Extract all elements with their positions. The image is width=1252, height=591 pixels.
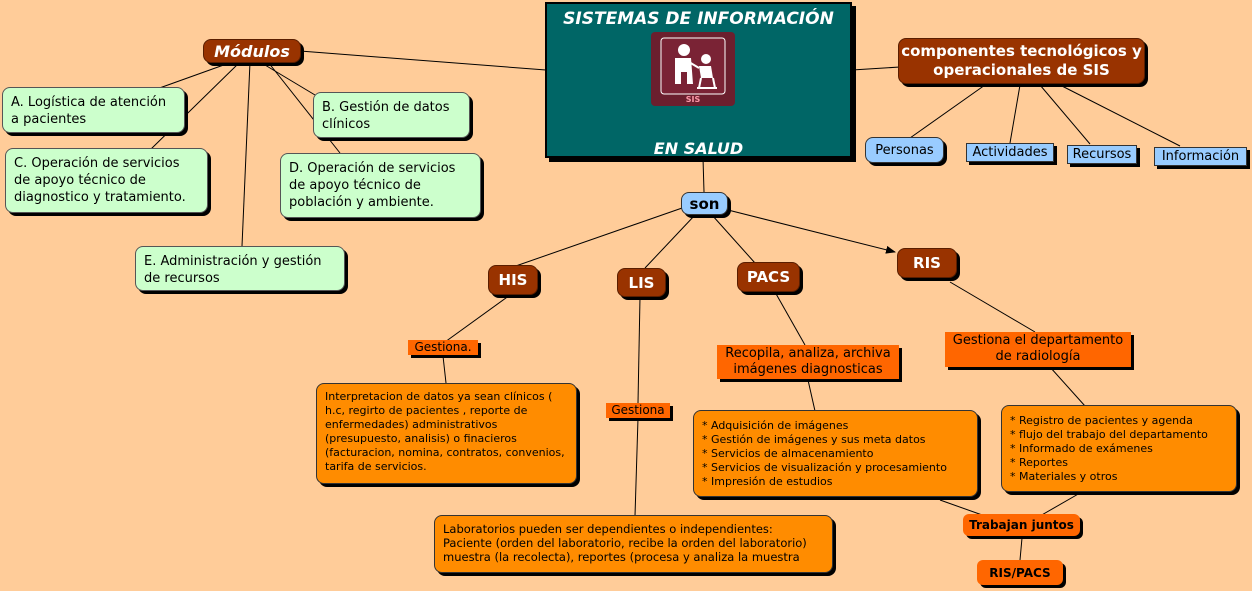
pacs-item: * Impresión de estudios	[702, 475, 833, 488]
his-node: HIS	[488, 265, 538, 295]
link-comp-recursos	[1039, 84, 1091, 145]
pacs-item: * Servicios de visualización y procesami…	[702, 461, 947, 474]
link-lis-verb-detail	[634, 417, 639, 517]
medical-logo-icon: SIS	[651, 32, 735, 106]
link-comp-actividades	[1009, 84, 1021, 144]
ris-detail-box: * Registro de pacientes y agenda * flujo…	[1001, 405, 1237, 492]
center-title: SISTEMAS DE INFORMACIÓN	[563, 9, 834, 29]
son-node: son	[681, 192, 728, 215]
ris-item: * flujo del trabajo del departamento	[1010, 428, 1208, 441]
link-ris-verb-detail	[1049, 366, 1086, 407]
link-his-verb	[444, 294, 511, 343]
link-modulos-e	[241, 61, 251, 247]
component-informacion: Información	[1154, 147, 1247, 166]
logo-text: SIS	[685, 95, 701, 104]
pacs-item: * Gestión de imágenes y sus meta datos	[702, 433, 926, 446]
pacs-node: PACS	[737, 262, 800, 292]
link-center-modulos	[299, 50, 547, 71]
link-his-verb-detail	[442, 355, 447, 384]
modulos-node: Módulos	[203, 39, 301, 63]
link-comp-informacion	[1059, 84, 1181, 147]
ris-item: * Informado de exámenes	[1010, 442, 1153, 455]
pacs-item: * Adquisición de imágenes	[702, 419, 849, 432]
ris-item: * Materiales y otros	[1010, 470, 1118, 483]
link-center-componentes	[851, 66, 901, 71]
module-c-box: C. Operación de servicios de apoyo técni…	[5, 148, 208, 213]
link-ris-together	[1039, 492, 1081, 517]
link-son-ris	[727, 209, 896, 254]
link-son-his	[509, 206, 686, 269]
center-subtitle: EN SALUD	[653, 139, 744, 158]
together-label: Trabajan juntos	[963, 514, 1080, 536]
his-verb-label: Gestiona.	[408, 340, 478, 355]
link-modulos-b	[259, 61, 316, 96]
link-lis-verb	[637, 296, 641, 404]
pacs-item: * Servicios de almacenamiento	[702, 447, 874, 460]
module-a-box: A. Logística de atención a pacientes	[2, 87, 185, 133]
pacs-verb-label: Recopila, analiza, archiva imágenes diag…	[717, 345, 899, 379]
ris-item: * Registro de pacientes y agenda	[1010, 414, 1193, 427]
pacs-detail-box: * Adquisición de imágenes * Gestión de i…	[693, 410, 978, 497]
lis-detail-box: Laboratorios pueden ser dependientes o i…	[434, 515, 833, 573]
lis-verb-label: Gestiona	[606, 403, 670, 418]
his-detail-box: Interpretacion de datos ya sean clínicos…	[316, 383, 577, 484]
center-node-sistemas: SISTEMAS DE INFORMACIÓN SIS EN SALUD	[545, 2, 852, 158]
componentes-node: componentes tecnológicos y operacionales…	[898, 38, 1145, 84]
link-ris-verb	[949, 281, 1036, 333]
rispacs-node: RIS/PACS	[977, 560, 1063, 585]
link-son-pacs	[711, 214, 756, 264]
ris-node: RIS	[897, 248, 957, 278]
link-pacs-verb-detail	[807, 379, 816, 412]
component-personas: Personas	[865, 137, 944, 163]
ris-item: * Reportes	[1010, 456, 1068, 469]
link-together-rispacs	[1019, 537, 1023, 561]
component-actividades: Actividades	[966, 143, 1054, 162]
link-son-lis	[644, 214, 696, 269]
component-recursos: Recursos	[1067, 145, 1137, 164]
link-comp-personas	[909, 84, 986, 139]
module-d-box: D. Operación de servicios de apoyo técni…	[280, 153, 481, 218]
lis-node: LIS	[617, 268, 666, 297]
module-e-box: E. Administración y gestión de recursos	[135, 246, 345, 291]
ris-verb-label: Gestiona el departamento de radiología	[945, 332, 1131, 367]
module-b-box: B. Gestión de datos clínicos	[313, 92, 470, 138]
link-pacs-verb	[774, 291, 806, 346]
link-center-son	[702, 157, 705, 193]
